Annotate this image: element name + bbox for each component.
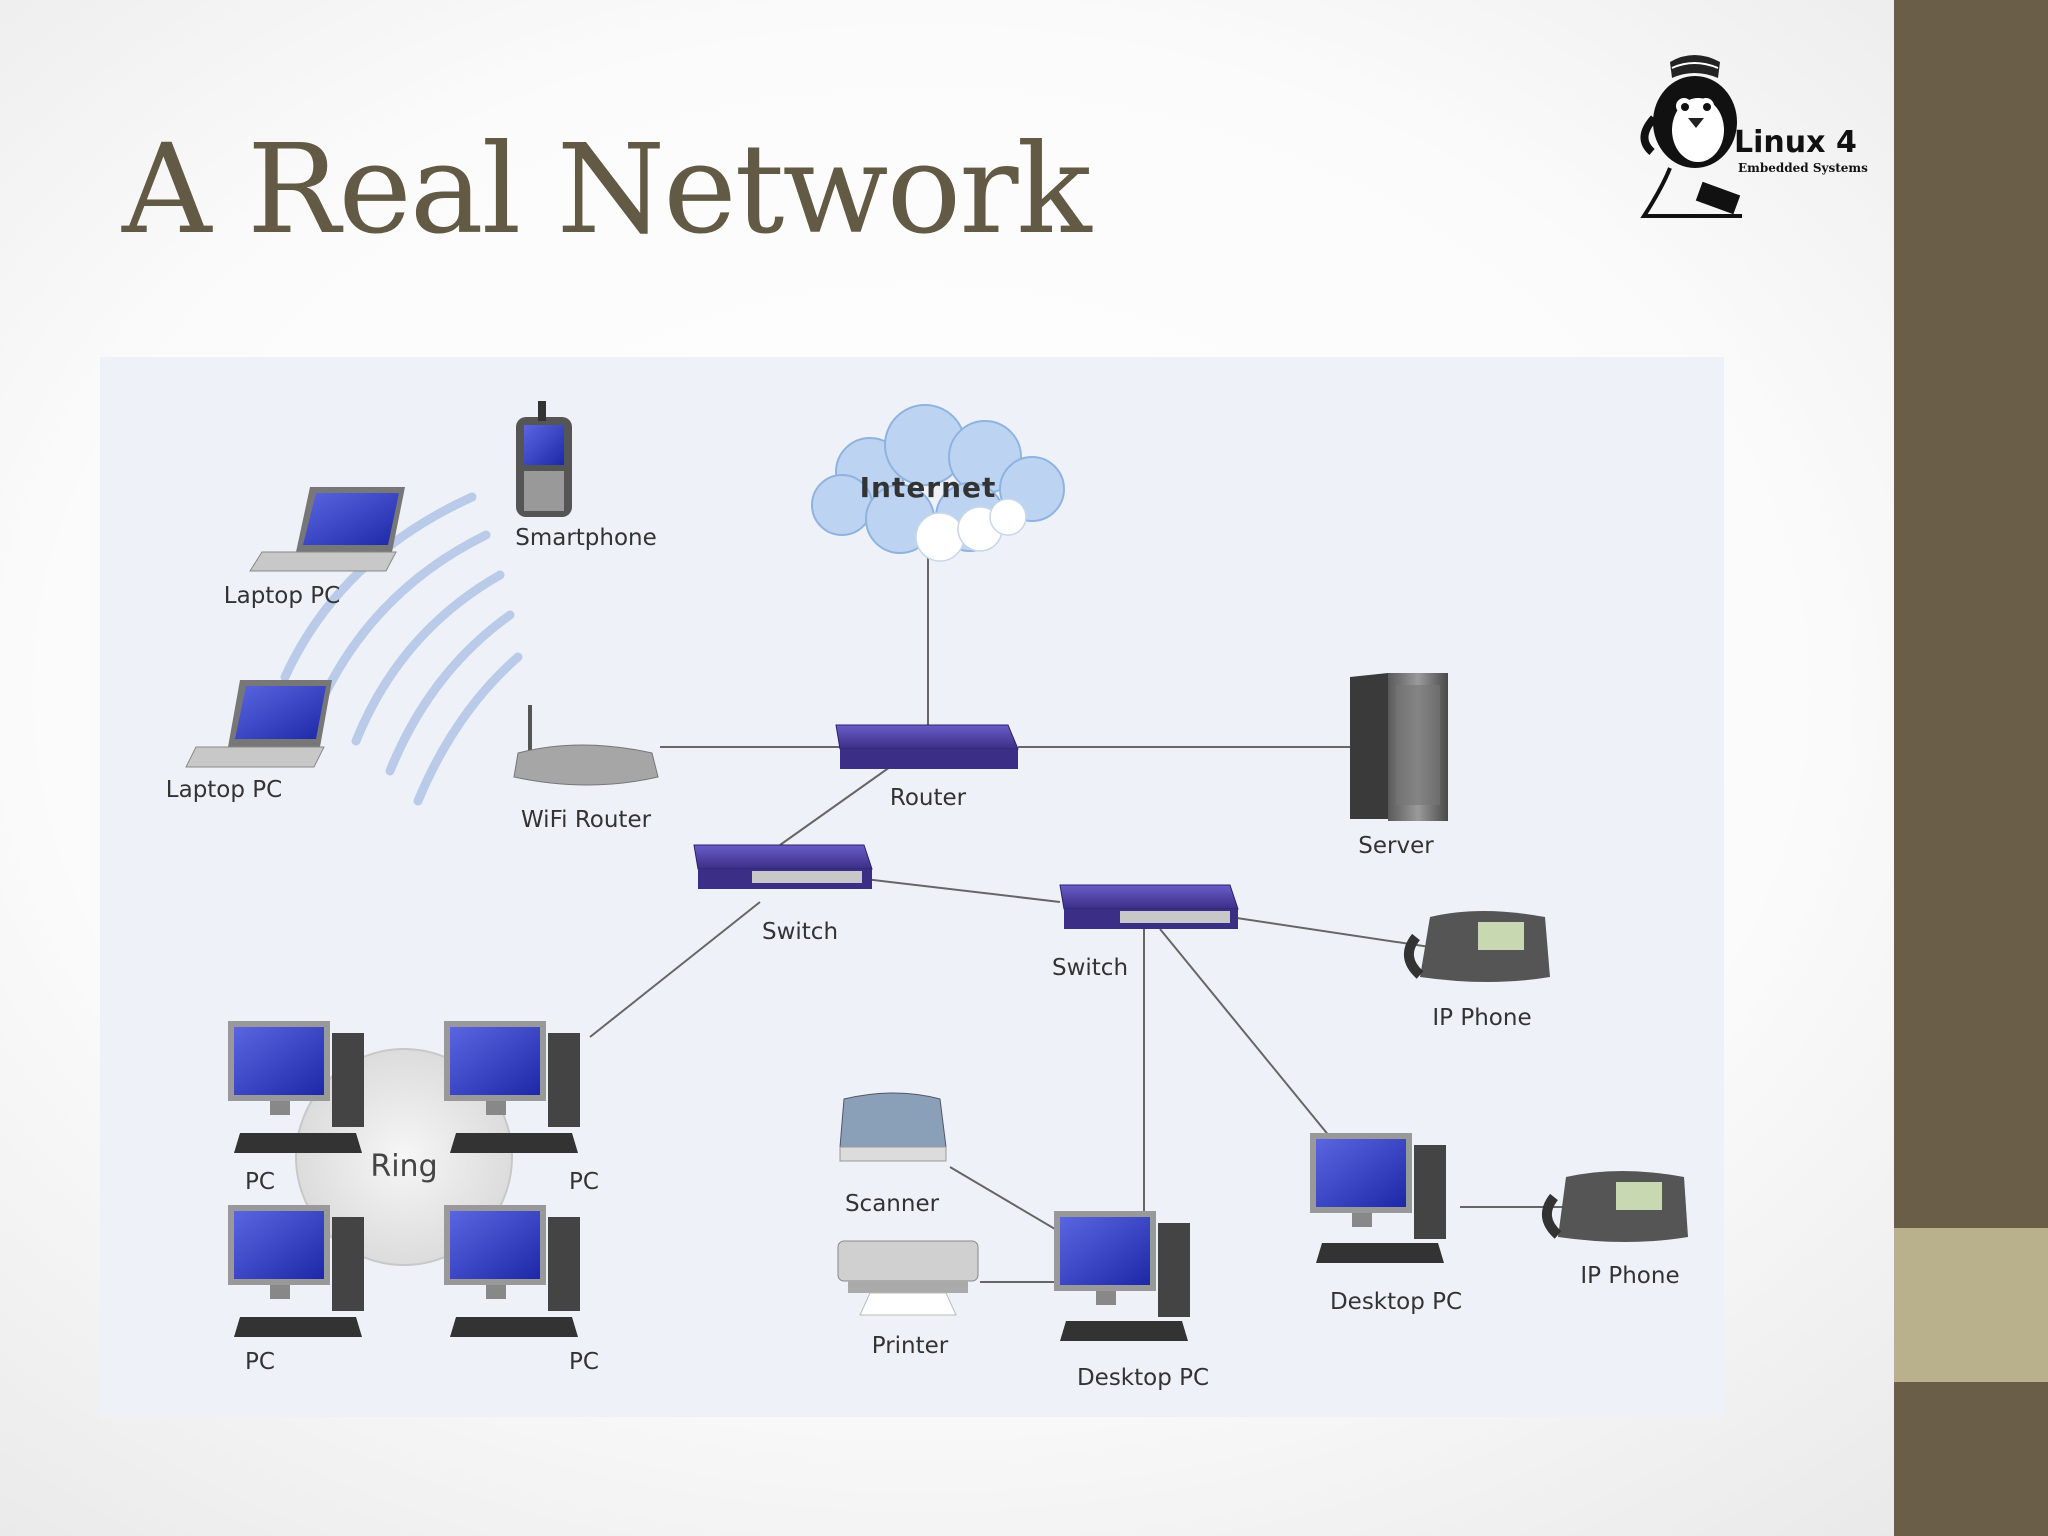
- logo-number: 4: [1836, 125, 1857, 160]
- pc-label-top-right: PC: [569, 1169, 599, 1195]
- smartphone-label: Smartphone: [515, 525, 657, 551]
- switch-icon: [1059, 884, 1239, 929]
- wifi-router-label: WiFi Router: [520, 807, 652, 833]
- printer-icon: [837, 1240, 979, 1316]
- switch-label-left: Switch: [761, 919, 839, 945]
- ip-phone-icon: [1404, 911, 1550, 982]
- ip-phone-label-bottom: IP Phone: [1580, 1263, 1680, 1289]
- switch-icon: [693, 844, 873, 889]
- server-label: Server: [1358, 833, 1434, 859]
- ring-label: Ring: [370, 1149, 438, 1184]
- ip-phone-label-top: IP Phone: [1432, 1005, 1532, 1031]
- scanner-icon: [839, 1092, 947, 1162]
- pc-icon: [228, 1205, 364, 1337]
- sidebar-accent-block: [1894, 1228, 2048, 1382]
- ip-phone-icon: [1542, 1171, 1688, 1242]
- laptop-icon: [185, 680, 332, 768]
- pc-label-bottom-right: PC: [569, 1349, 599, 1375]
- wifi-waves-icon: [280, 492, 523, 806]
- pc-label-bottom-left: PC: [245, 1349, 275, 1375]
- pc-icon: [228, 1021, 364, 1153]
- desktop-pc-icon: [1054, 1211, 1190, 1341]
- network-diagram: Internet Router Server WiFi Router Smart…: [100, 357, 1724, 1417]
- logo-subtitle: Embedded Systems: [1738, 161, 1868, 175]
- smartphone-icon: [516, 401, 572, 517]
- server-icon: [1350, 673, 1448, 821]
- slide-title: A Real Network: [122, 118, 1092, 262]
- switch-label-right: Switch: [1051, 955, 1129, 981]
- logo-text: Linux: [1734, 125, 1825, 160]
- router-icon: [835, 724, 1019, 769]
- scanner-label: Scanner: [844, 1191, 940, 1217]
- linux4-logo: Linux 4 Embedded Systems: [1640, 55, 1868, 218]
- pc-icon: [444, 1205, 580, 1337]
- pc-icon: [444, 1021, 580, 1153]
- desktop-pc-label-center: Desktop PC: [1076, 1365, 1210, 1391]
- penguin-icon: [1640, 55, 1742, 218]
- desktop-pc-icon: [1310, 1133, 1446, 1263]
- laptop-icon: [249, 487, 405, 572]
- laptop-label-bottom: Laptop PC: [165, 777, 283, 803]
- internet-label: Internet: [859, 471, 997, 504]
- wifi-router-icon: [513, 705, 659, 786]
- pc-label-top-left: PC: [245, 1169, 275, 1195]
- connection-lines: [589, 547, 1565, 1283]
- printer-label: Printer: [871, 1333, 949, 1359]
- router-label: Router: [889, 785, 967, 811]
- internet-cloud-icon: [811, 404, 1065, 562]
- desktop-pc-label-right: Desktop PC: [1329, 1289, 1463, 1315]
- laptop-label-top: Laptop PC: [223, 583, 341, 609]
